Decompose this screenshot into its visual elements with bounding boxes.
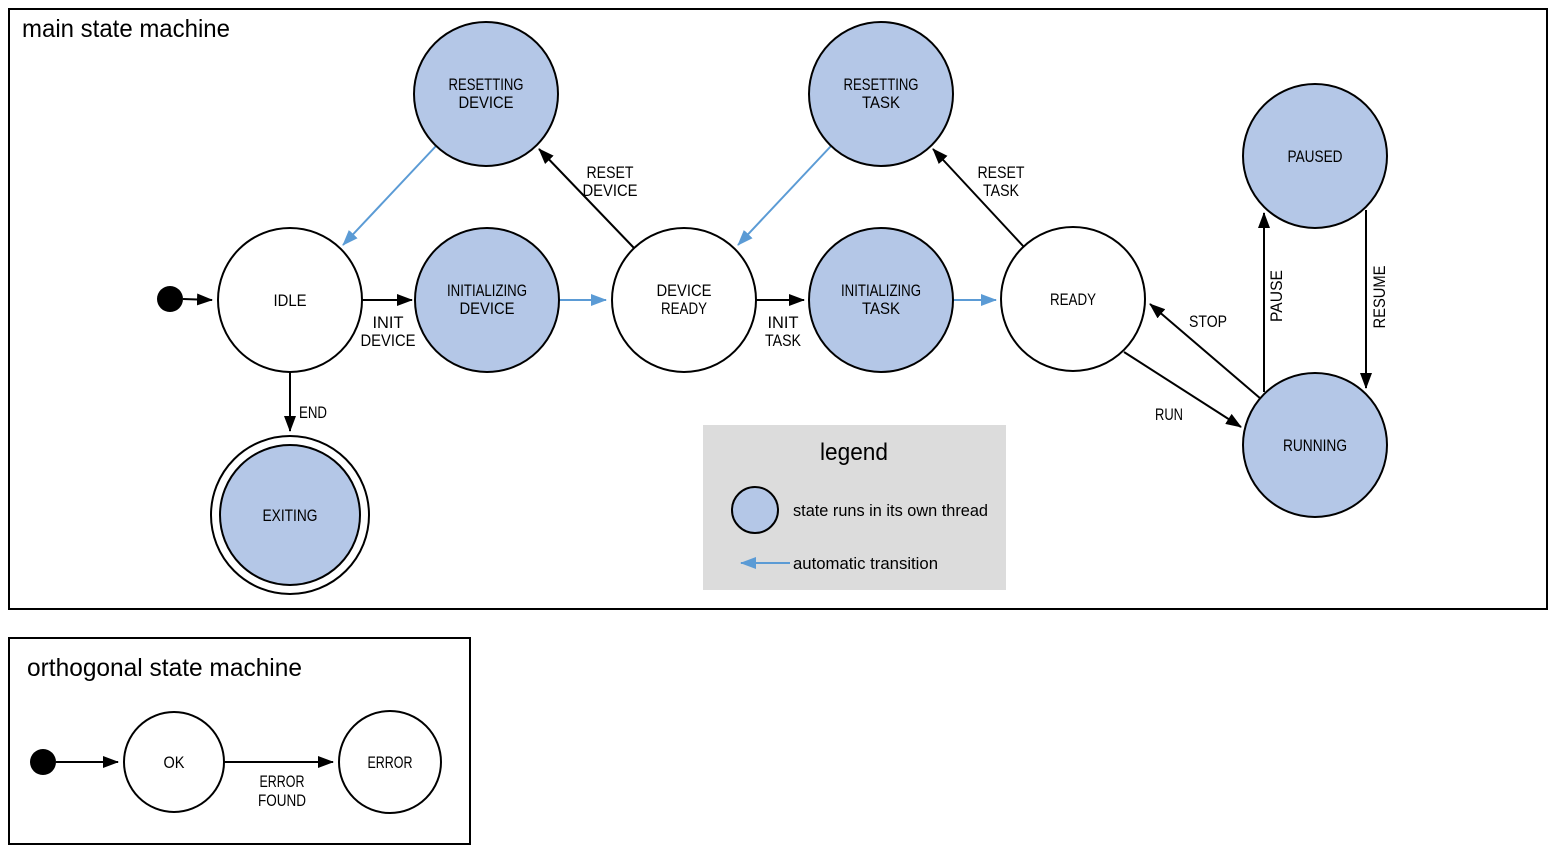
transition-end: END xyxy=(284,372,327,432)
state-error-label: ERROR xyxy=(368,753,413,772)
main-state-machine: main state machine INIT DEVICE RESET DEV… xyxy=(8,8,1548,610)
transition-run: RUN xyxy=(1123,351,1242,428)
transition-resume: RESUME xyxy=(1360,210,1389,389)
state-running: RUNNING xyxy=(1242,372,1388,518)
state-initializing-task: INITIALIZING TASK xyxy=(808,227,954,373)
transition-error-found: ERROR FOUND xyxy=(224,756,334,810)
state-idle: IDLE xyxy=(217,227,363,373)
orthogonal-state-machine-title: orthogonal state machine xyxy=(27,654,302,682)
state-exiting-label: EXITING xyxy=(263,506,318,525)
state-initializing-task-label: INITIALIZING xyxy=(841,281,921,300)
transition-stop-label: STOP xyxy=(1189,312,1227,331)
state-exiting-final: EXITING xyxy=(210,435,370,595)
transition-reset-device: RESET DEVICE xyxy=(538,148,638,249)
state-initializing-device: INITIALIZING DEVICE xyxy=(414,227,560,373)
transition-reset-device-label: DEVICE xyxy=(583,181,638,200)
initial-state-marker xyxy=(157,286,183,312)
transition-pause-label: PAUSE xyxy=(1267,270,1286,322)
state-idle-label: IDLE xyxy=(274,291,307,310)
transition-resume-label: RESUME xyxy=(1370,266,1389,329)
state-initializing-device-label: DEVICE xyxy=(460,299,515,318)
orthogonal-state-machine: orthogonal state machine ERROR FOUND OK … xyxy=(8,637,471,845)
state-running-label: RUNNING xyxy=(1283,436,1347,455)
state-resetting-device-label: RESETTING xyxy=(449,75,524,94)
state-initializing-task-label: TASK xyxy=(862,299,901,318)
legend-thread-state-swatch xyxy=(731,486,779,534)
transition-stop: STOP xyxy=(1149,303,1262,400)
state-device-ready-label: READY xyxy=(661,299,707,318)
legend-thread-state-label: state runs in its own thread xyxy=(793,501,988,520)
state-resetting-task-label: TASK xyxy=(862,93,901,112)
transition-init-task-label: INIT xyxy=(768,313,799,332)
transition-init-device: INIT DEVICE xyxy=(361,294,416,350)
state-resetting-task: RESETTING TASK xyxy=(808,21,954,167)
transition-run-label: RUN xyxy=(1155,405,1183,424)
state-ready: READY xyxy=(1000,226,1146,372)
transition-init-task-label: TASK xyxy=(765,331,802,350)
transition-reset-task-label: RESET xyxy=(978,163,1025,182)
transition-auto-resetting-task-to-device-ready xyxy=(737,145,832,246)
transition-init-device-label: DEVICE xyxy=(361,331,416,350)
state-ok: OK xyxy=(123,711,225,813)
transition-reset-device-label: RESET xyxy=(587,163,634,182)
state-resetting-task-label: RESETTING xyxy=(844,75,919,94)
transition-init-device-label: INIT xyxy=(373,313,404,332)
transition-reset-task-label: TASK xyxy=(983,181,1020,200)
state-resetting-device: RESETTING DEVICE xyxy=(413,21,559,167)
state-paused: PAUSED xyxy=(1242,83,1388,229)
transition-initial-to-idle xyxy=(182,293,213,306)
transition-auto-resetting-device-to-idle xyxy=(342,145,437,246)
main-state-machine-title: main state machine xyxy=(22,15,230,43)
transition-init-task: INIT TASK xyxy=(756,294,805,350)
transition-error-found-label: FOUND xyxy=(258,791,306,810)
transition-error-found-label: ERROR xyxy=(260,772,305,791)
state-ready-label: READY xyxy=(1050,290,1096,309)
legend-automatic-label: automatic transition xyxy=(793,554,938,573)
legend: legend state runs in its own thread auto… xyxy=(703,425,1006,590)
state-device-ready-label: DEVICE xyxy=(657,281,712,300)
legend-title: legend xyxy=(820,439,888,466)
state-error: ERROR xyxy=(338,710,442,814)
state-ok-label: OK xyxy=(164,753,186,772)
state-paused-label: PAUSED xyxy=(1288,147,1343,166)
initial-state-marker xyxy=(30,749,56,775)
state-resetting-device-label: DEVICE xyxy=(459,93,514,112)
transition-pause: PAUSE xyxy=(1258,212,1286,392)
state-initializing-device-label: INITIALIZING xyxy=(447,281,527,300)
transition-end-label: END xyxy=(299,403,327,422)
transition-reset-task: RESET TASK xyxy=(932,148,1025,248)
state-device-ready: DEVICE READY xyxy=(611,227,757,373)
